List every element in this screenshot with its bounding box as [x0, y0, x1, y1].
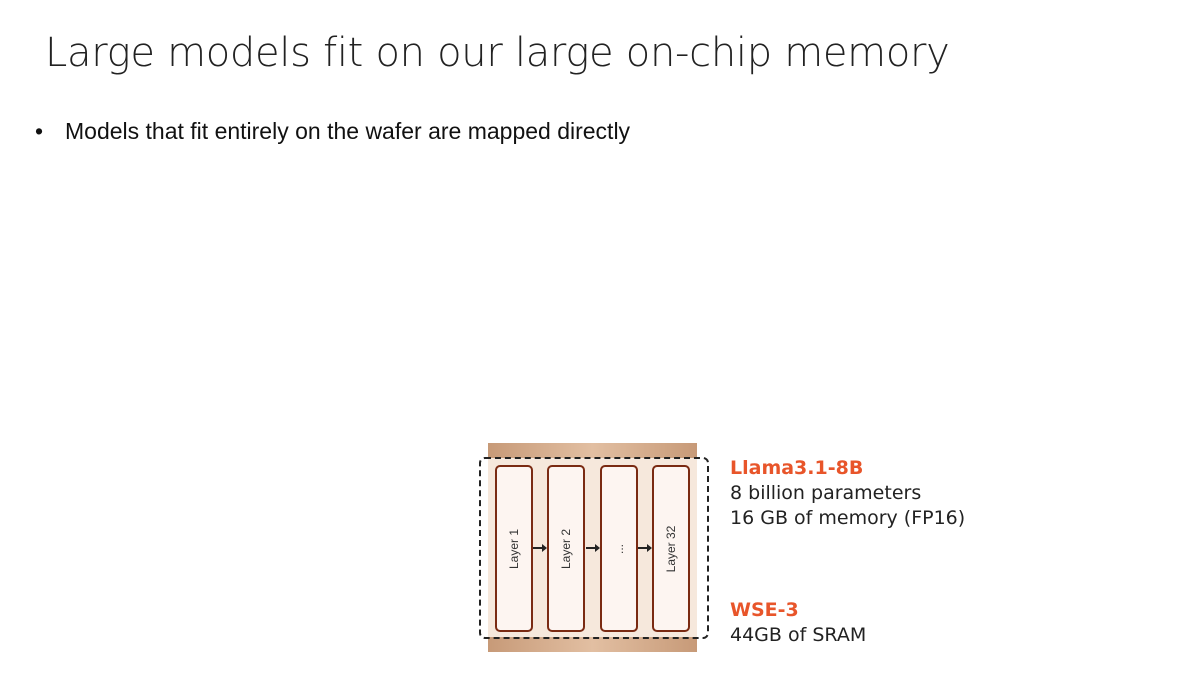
model-boundary: [479, 457, 709, 639]
model-name: Llama3.1-8B: [730, 457, 864, 479]
layer-box: Layer 1: [495, 465, 533, 632]
layer-label: ...: [612, 543, 626, 554]
slide-title: Large models fit on our large on-chip me…: [45, 30, 950, 76]
layer-label: Layer 2: [559, 528, 573, 569]
arrow-icon: [638, 544, 652, 552]
layer-box: ...: [600, 465, 638, 632]
bullet-item: • Models that fit entirely on the wafer a…: [35, 118, 630, 145]
arrow-icon: [533, 544, 547, 552]
bullet-dot: •: [35, 118, 44, 144]
layer-label: Layer 32: [664, 525, 678, 572]
model-memory: 16 GB of memory (FP16): [730, 507, 966, 529]
layer-label: Layer 1: [507, 528, 521, 569]
chip-memory: 44GB of SRAM: [730, 624, 867, 646]
model-info: Llama3.1-8B 8 billion parameters 16 GB o…: [730, 456, 965, 531]
bullet-text: Models that fit entirely on the wafer ar…: [65, 118, 631, 144]
chip-name: WSE-3: [730, 599, 799, 621]
wafer-top-band: [488, 443, 697, 458]
wafer-bottom-band: [488, 637, 697, 652]
model-params: 8 billion parameters: [730, 482, 922, 504]
chip-info: WSE-3 44GB of SRAM: [730, 598, 866, 648]
arrow-icon: [586, 544, 600, 552]
layer-box: Layer 2: [547, 465, 585, 632]
layer-box: Layer 32: [652, 465, 690, 632]
